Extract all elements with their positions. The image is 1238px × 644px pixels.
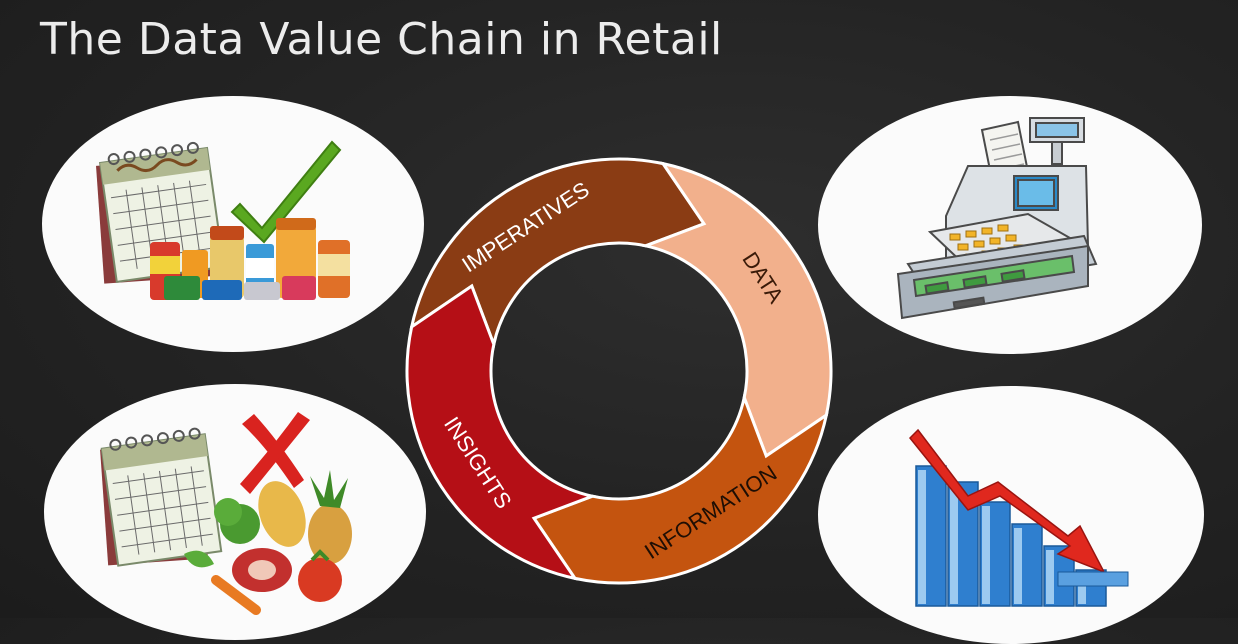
calendar-groceries-checkmark-image [42, 96, 424, 352]
calendar-fresh-produce-cross-image [44, 384, 426, 640]
slide-title: The Data Value Chain in Retail [40, 14, 723, 65]
cash-register-image [818, 96, 1202, 354]
groceries-icon [150, 218, 350, 300]
calendar-icon [98, 141, 225, 283]
produce-icon [184, 470, 352, 615]
cycle-segment-insights [405, 283, 598, 581]
checkmark-icon [230, 140, 342, 244]
value-chain-cycle: IMPERATIVES DATA INFORMATION INSIGHTS [405, 157, 833, 585]
cross-icon [240, 412, 310, 494]
calendar-icon [100, 427, 223, 567]
declining-bar-chart-image [818, 386, 1204, 644]
cash-register-icon [896, 117, 1098, 320]
declining-chart-icon [908, 428, 1129, 607]
